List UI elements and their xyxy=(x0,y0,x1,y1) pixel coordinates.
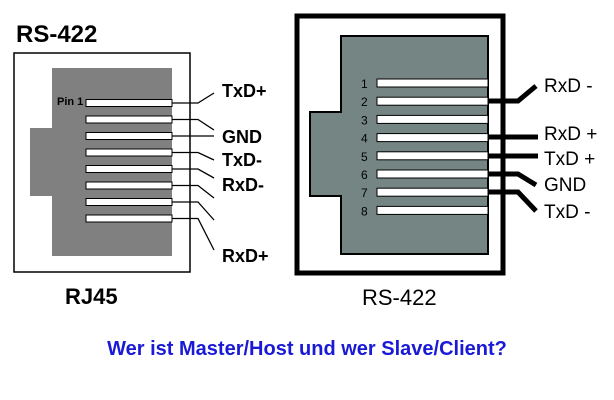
left-signal-txd-minus: TxD- xyxy=(222,150,262,170)
left-pin-7 xyxy=(85,198,173,206)
right-pin-group: 1 2 3 4 5 6 7 8 xyxy=(361,77,489,218)
right-wire-5 xyxy=(488,189,538,213)
right-pin-number-6: 6 xyxy=(361,168,368,182)
left-wire-7 xyxy=(172,201,215,221)
left-title: RS-422 xyxy=(16,21,97,48)
right-pin-5 xyxy=(376,151,489,161)
left-rj45-connector xyxy=(13,52,215,273)
left-signal-rxd-minus: RxD- xyxy=(222,175,264,195)
right-pin-2 xyxy=(376,96,489,106)
left-wire-2 xyxy=(172,118,215,131)
right-caption: RS-422 xyxy=(362,285,437,310)
right-pin-8 xyxy=(376,205,489,215)
left-caption: RJ45 xyxy=(65,284,118,309)
right-signal-rxd-plus: RxD + xyxy=(544,124,597,145)
left-pin-4 xyxy=(85,148,173,157)
left-wire-1 xyxy=(172,92,215,104)
left-pin-6 xyxy=(85,181,173,190)
left-signal-gnd: GND xyxy=(222,127,262,147)
right-pin-number-3: 3 xyxy=(361,113,368,127)
question-text: Wer ist Master/Host und wer Slave/Client… xyxy=(107,338,507,360)
left-pin-2 xyxy=(85,115,173,124)
left-pin-8 xyxy=(85,214,173,223)
right-pin-number-4: 4 xyxy=(361,132,368,146)
left-wire-8 xyxy=(172,217,215,251)
right-pin-4 xyxy=(376,133,489,143)
left-wire-4 xyxy=(172,151,215,161)
right-signal-txd-plus: TxD + xyxy=(544,149,595,170)
right-signal-txd-minus: TxD - xyxy=(544,202,590,223)
right-pin-number-7: 7 xyxy=(361,186,368,200)
left-wire-6 xyxy=(172,184,215,199)
right-pin-number-8: 8 xyxy=(361,204,368,218)
right-signal-gnd: GND xyxy=(544,175,586,196)
right-connector-body xyxy=(309,35,489,255)
left-pin-5 xyxy=(85,165,173,173)
right-pin-3 xyxy=(376,114,489,124)
left-pin-3 xyxy=(85,132,173,140)
left-signal-txd-plus: TxD+ xyxy=(222,81,267,101)
left-wire-group xyxy=(172,92,215,251)
left-connector-body xyxy=(30,68,172,256)
right-pin-6 xyxy=(376,169,489,179)
right-pin-number-5: 5 xyxy=(361,150,368,164)
left-pin-1 xyxy=(85,99,173,107)
right-wire-4 xyxy=(488,171,538,188)
right-wire-1 xyxy=(488,84,538,104)
right-pin-number-1: 1 xyxy=(361,77,368,91)
right-signal-rxd-minus: RxD - xyxy=(544,76,593,97)
right-pin-7 xyxy=(376,187,489,197)
right-rs422-connector: 1 2 3 4 5 6 7 8 xyxy=(294,13,538,276)
left-wire-5 xyxy=(172,168,215,179)
left-signal-rxd-plus: RxD+ xyxy=(222,246,269,266)
right-pin-number-2: 2 xyxy=(361,95,368,109)
pin-1-label: Pin 1 xyxy=(57,96,83,108)
right-pin-1 xyxy=(376,78,489,88)
right-wire-group xyxy=(488,84,538,213)
